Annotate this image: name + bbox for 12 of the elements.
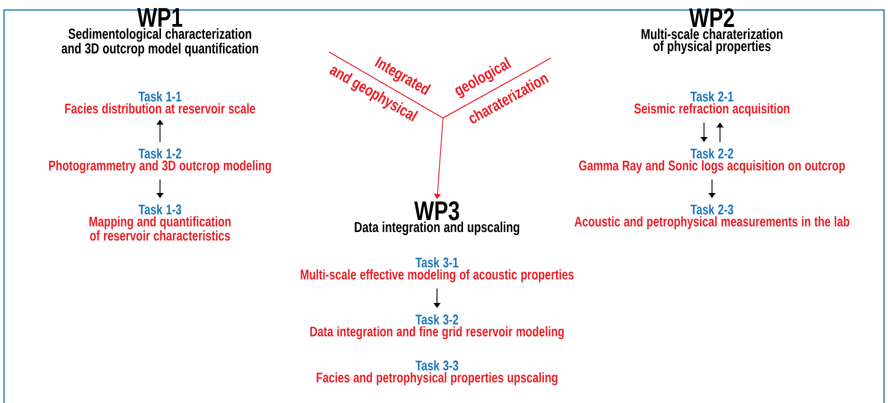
task-text: Task 3-2 Data integration and fine grid reservoir modeling (310, 314, 564, 340)
task-text: Task 1-1 Facies distribution at reservoir scale (65, 91, 256, 114)
work-package-heading: WP3 Data integration and upscaling (354, 201, 520, 236)
task-text: Task 2-3 Acoustic and petrophysical measurements in the lab (574, 204, 850, 230)
task-text: Task 2-2 Gamma Ray and Sonic logs acquisition on outcrop (579, 148, 845, 174)
task-text: Task 3-3 Facies and petrophysical properties upscaling (316, 360, 558, 386)
task-text: Task 3-1 Multi-scale effective modeling of acoustic properties (300, 257, 574, 282)
work-package-heading: WP1 Sedimentological characterization and 3D outcrop model quantification (62, 8, 258, 56)
task-text: Task 2-1 Seismic refraction acquisition (634, 91, 790, 116)
task-text: Task 1-3 Mapping and quantification of reservoir characteristics (89, 204, 231, 241)
work-package-heading: WP2 Multi-scale charaterization of physical properties (642, 8, 782, 54)
task-text: Task 1-2 Photogrammetry and 3D outcrop modeling (49, 148, 271, 174)
